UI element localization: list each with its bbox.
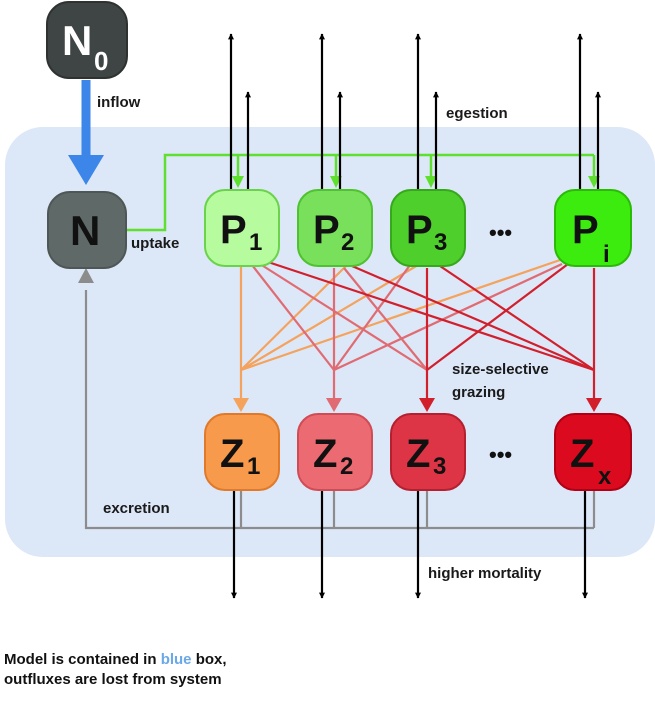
- uptake-label: uptake: [131, 235, 179, 252]
- grazing-label: grazing: [452, 384, 505, 401]
- excretion-flow: [78, 268, 596, 530]
- node-z3: Z 3: [390, 413, 466, 491]
- phytoplankton-ellipsis: •••: [489, 220, 512, 245]
- mortality-arrows: [231, 490, 588, 599]
- caption-line-1: Model is contained in blue box,: [4, 650, 227, 670]
- excretion-label: excretion: [103, 500, 170, 517]
- caption-line-1-post: box,: [191, 651, 227, 668]
- caption: Model is contained in blue box, outfluxe…: [4, 650, 227, 690]
- node-p2: P 2: [297, 189, 373, 267]
- node-pi-subscript: i: [603, 241, 610, 268]
- caption-highlight: blue: [160, 651, 192, 668]
- node-p3-subscript: 3: [434, 229, 447, 256]
- node-n: N: [47, 191, 127, 269]
- node-n0: N 0: [46, 1, 128, 79]
- node-z1: Z 1: [204, 413, 280, 491]
- node-z2-letter: Z: [313, 432, 337, 476]
- model-boundary-box: [5, 127, 655, 557]
- node-z1-subscript: 1: [247, 453, 260, 480]
- egestion-arrows: [228, 33, 601, 190]
- node-p1-letter: P: [220, 208, 247, 252]
- node-z3-letter: Z: [406, 432, 430, 476]
- node-p3: P 3: [390, 189, 466, 267]
- node-pi-letter: P: [572, 208, 599, 252]
- node-p1: P 1: [204, 189, 280, 267]
- caption-line-1-pre: Model is contained in: [4, 651, 161, 668]
- node-n0-subscript: 0: [94, 46, 108, 76]
- node-pi: P i: [554, 189, 632, 268]
- node-z1-letter: Z: [220, 432, 244, 476]
- higher-mortality-label: higher mortality: [428, 565, 542, 582]
- node-p3-letter: P: [406, 208, 433, 252]
- grazing-flows: [233, 258, 602, 412]
- node-zx-letter: Z: [570, 432, 594, 476]
- inflow-label: inflow: [97, 94, 141, 111]
- node-p1-subscript: 1: [249, 229, 262, 256]
- caption-line-2: outfluxes are lost from system: [4, 671, 222, 688]
- node-z2-subscript: 2: [340, 453, 353, 480]
- egestion-label: egestion: [446, 105, 508, 122]
- node-z2: Z 2: [297, 413, 373, 491]
- node-n0-letter: N: [62, 17, 92, 64]
- inflow-arrow: [68, 80, 104, 185]
- node-n-letter: N: [70, 207, 100, 254]
- node-zx-subscript: x: [598, 463, 612, 490]
- zooplankton-ellipsis: •••: [489, 442, 512, 467]
- node-p2-subscript: 2: [341, 229, 354, 256]
- size-selective-label: size-selective: [452, 361, 549, 378]
- node-zx: Z x: [554, 413, 632, 491]
- node-z3-subscript: 3: [433, 453, 446, 480]
- node-p2-letter: P: [313, 208, 340, 252]
